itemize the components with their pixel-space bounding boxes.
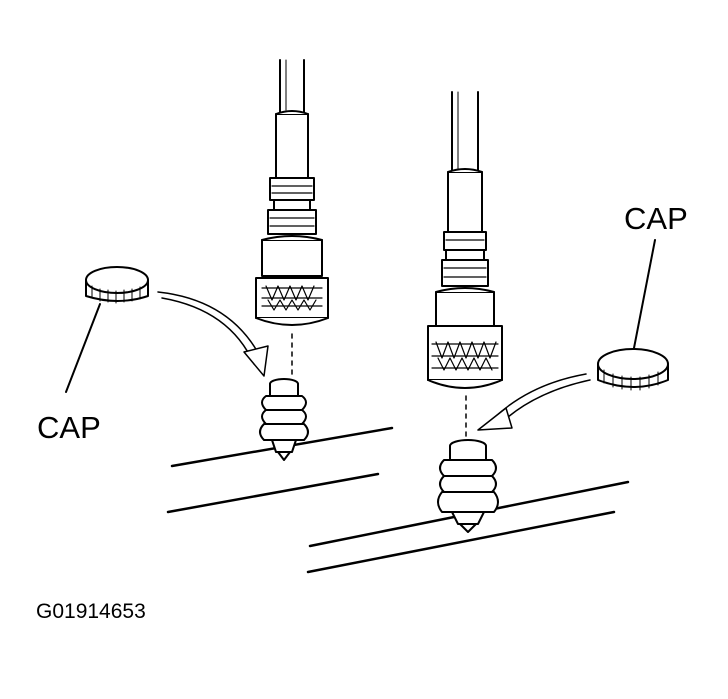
cap-right-leader xyxy=(633,239,656,349)
figure-code: G01914653 xyxy=(36,600,146,623)
service-valve-right xyxy=(437,439,499,533)
service-valve-left xyxy=(259,378,309,461)
cap-left-part xyxy=(85,266,149,304)
coupler-right-knurl xyxy=(431,341,499,371)
hose-left xyxy=(279,59,305,113)
motion-arrow-left xyxy=(157,291,269,377)
coupler-left xyxy=(255,110,329,326)
cap-label-left: CAP xyxy=(37,410,101,445)
cap-label-right: CAP xyxy=(624,201,688,236)
coupler-right xyxy=(427,168,503,389)
motion-arrow-right xyxy=(477,373,591,431)
hose-right xyxy=(451,91,479,173)
cap-right-part xyxy=(597,348,669,391)
coupler-left-knurl xyxy=(261,285,323,311)
cap-left-leader xyxy=(65,303,101,393)
